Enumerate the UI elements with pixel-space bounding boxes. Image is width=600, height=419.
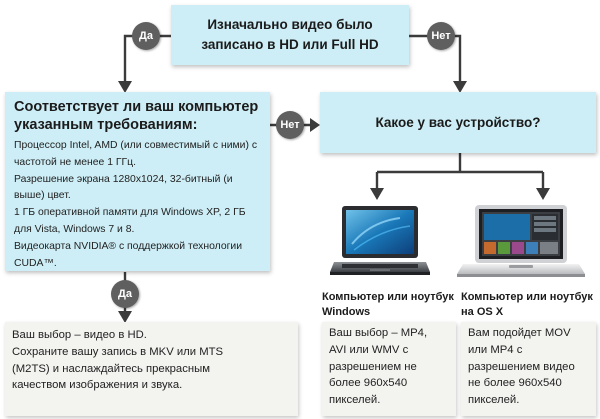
mac-result-line: не более 960x540 bbox=[468, 377, 562, 390]
mac-result-text: Вам подойдет MOV или MP4 с разрешением в… bbox=[468, 325, 575, 409]
macbook-icon bbox=[457, 205, 585, 277]
requirement-line: частотой не менее 1 ГГц. bbox=[14, 156, 136, 168]
windows-result-line: разрешением не bbox=[329, 360, 417, 373]
device-question: Какое у вас устройство? bbox=[375, 115, 541, 130]
arrowhead-windows bbox=[370, 188, 384, 200]
requirement-line: Процессор Intel, AMD (или совместимый с … bbox=[14, 140, 258, 151]
device-box: Какое у вас устройство? bbox=[320, 92, 596, 153]
requirement-line: 1 ГБ оперативной памяти для Windows XP, … bbox=[14, 207, 246, 219]
hd-result-line: (M2TS) и наслаждайтесь прекрасным bbox=[12, 362, 210, 375]
mac-result-line: или MP4 с bbox=[468, 343, 523, 356]
arrowhead-requirements bbox=[118, 81, 132, 93]
arrowhead-mac bbox=[536, 188, 550, 200]
windows-caption: Компьютер или ноутбук Windows bbox=[322, 290, 457, 320]
hd-result-line: Сохраните вашу запись в MKV или MTS bbox=[12, 345, 224, 358]
requirements-title-line1: Соответствует ли ваш компьютер bbox=[14, 99, 259, 115]
requirements-box: Соответствует ли ваш компьютер указанным… bbox=[5, 92, 270, 271]
start-box-line1: Изначально видео было bbox=[207, 17, 373, 32]
no-connector-line bbox=[409, 34, 462, 83]
windows-laptop-icon bbox=[330, 206, 430, 275]
arrowhead-device bbox=[453, 81, 467, 93]
windows-result-text: Ваш выбор – MP4, AVI или WMV с разрешени… bbox=[329, 325, 427, 409]
windows-result-line: Ваш выбор – MP4, bbox=[329, 327, 428, 339]
hd-result-line: качеством изображения и звука. bbox=[12, 379, 183, 392]
windows-caption-line1: Компьютер или ноутбук bbox=[322, 291, 454, 303]
hd-result-line: Ваш выбор – видео в HD. bbox=[12, 329, 147, 341]
start-box: Изначально видео было записано в HD или … bbox=[171, 5, 409, 65]
requirements-title-line2: указанным требованиям: bbox=[14, 117, 198, 133]
requirement-line: выше) цвет. bbox=[14, 190, 71, 202]
mac-caption-line1: Компьютер или ноутбук bbox=[461, 291, 593, 303]
mac-result-line: Вам подойдет MOV bbox=[468, 327, 571, 339]
requirement-line: CUDA™. bbox=[14, 257, 57, 269]
requirement-line: Видеокарта NVIDIA® с поддержкой технолог… bbox=[14, 240, 243, 252]
no-badge-top: Нет bbox=[427, 22, 455, 50]
windows-result-box: Ваш выбор – MP4, AVI или WMV с разрешени… bbox=[322, 322, 456, 416]
windows-result-line: пикселей. bbox=[329, 394, 381, 407]
requirement-line: для Vista, Windows 7 и 8. bbox=[14, 223, 135, 235]
hd-result-text: Ваш выбор – видео в HD. Сохраните вашу з… bbox=[12, 327, 223, 394]
hd-result-box: Ваш выбор – видео в HD. Сохраните вашу з… bbox=[5, 322, 298, 416]
windows-caption-line2: Windows bbox=[322, 306, 371, 318]
mac-caption-line2: на OS X bbox=[461, 306, 504, 318]
yes-badge-top: Да bbox=[132, 22, 160, 50]
requirement-line: Разрешение экрана 1280x1024, 32-битный (… bbox=[14, 173, 233, 185]
mac-result-box: Вам подойдет MOV или MP4 с разрешением в… bbox=[461, 322, 596, 416]
mac-result-line: пикселей. bbox=[468, 394, 520, 407]
windows-result-line: AVI или WMV с bbox=[329, 343, 409, 356]
arrowhead-device-side bbox=[310, 118, 320, 132]
start-box-line2: записано в HD или Full HD bbox=[201, 37, 379, 52]
mac-caption: Компьютер или ноутбук на OS X bbox=[461, 290, 596, 320]
no-badge-mid: Нет bbox=[276, 111, 304, 139]
windows-result-line: более 960x540 bbox=[329, 377, 408, 390]
yes-badge-bottom: Да bbox=[111, 280, 139, 308]
mac-result-line: разрешением видео bbox=[468, 360, 575, 373]
requirements-list: Процессор Intel, AMD (или совместимый с … bbox=[14, 138, 257, 272]
arrowhead-hd bbox=[118, 311, 132, 323]
